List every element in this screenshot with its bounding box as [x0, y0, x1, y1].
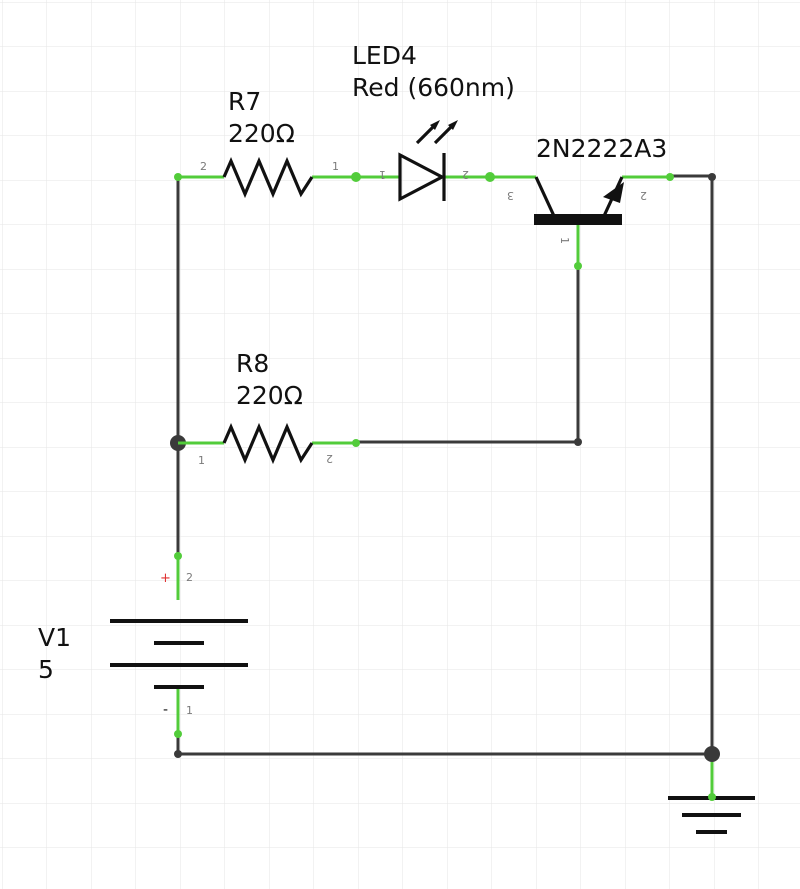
pin-end-v1-2	[174, 552, 182, 560]
r8-pin-1-label: 1	[198, 454, 205, 467]
r7-zigzag	[222, 156, 314, 199]
corner-dot-bottom-left	[174, 750, 182, 758]
v1-minus-sign: -	[163, 702, 168, 718]
resistor-r8[interactable]: R8 220Ω 1 2	[178, 349, 356, 467]
led4-arrow-1	[415, 123, 437, 145]
led4-arrow-1-head	[430, 120, 440, 130]
pin-end-r8-2	[352, 439, 360, 447]
pin-end-r7-1-led4-1	[351, 172, 361, 182]
led-led4[interactable]: LED4 Red (660nm) 1 2	[352, 41, 515, 202]
led4-pin-1-label: 1	[379, 168, 386, 181]
led4-arrow-2	[433, 123, 455, 145]
resistor-r7[interactable]: R7 220Ω 2 1	[178, 87, 356, 199]
q-name: 2N2222A3	[536, 134, 667, 163]
pin-end-q-1	[574, 262, 582, 270]
led4-value: Red (660nm)	[352, 73, 515, 102]
q-emitter-arrow	[603, 182, 624, 203]
pin-endpoints	[174, 172, 716, 801]
pin-end-led4-2-q-3	[485, 172, 495, 182]
r7-name: R7	[228, 87, 261, 116]
q-collector-label: 3	[507, 189, 514, 202]
q-base-bar	[534, 214, 622, 225]
corner-dot-base	[574, 438, 582, 446]
v1-value: 5	[38, 655, 54, 684]
r8-zigzag	[222, 422, 314, 465]
r8-pin-2-label: 2	[326, 452, 333, 465]
pin-end-ground	[708, 793, 716, 801]
q-emitter-label: 2	[640, 189, 647, 202]
v1-pin-plus-label: 2	[186, 571, 193, 584]
v1-pin-minus-label: 1	[186, 704, 193, 717]
pin-end-q-2	[666, 173, 674, 181]
transistor-2n2222a3[interactable]: 2N2222A3 3 2 1	[490, 134, 670, 266]
led4-arrow-2-head	[448, 120, 458, 130]
pin-end-r7-2	[174, 173, 182, 181]
r8-name: R8	[236, 349, 269, 378]
corner-dot-top-right	[708, 173, 716, 181]
led4-pin-2-label: 2	[462, 168, 469, 181]
v1-plus-sign: +	[160, 571, 171, 586]
led4-triangle	[398, 152, 446, 202]
battery-v1[interactable]: V1 5 + 2 - 1	[38, 556, 248, 734]
q-base-label: 1	[558, 237, 571, 244]
junction-ground[interactable]	[704, 746, 720, 762]
r7-pin-1-label: 1	[332, 160, 339, 173]
r8-value: 220Ω	[236, 381, 303, 410]
led4-name: LED4	[352, 41, 417, 70]
q-collector-leg	[534, 176, 556, 217]
v1-name: V1	[38, 623, 71, 652]
r7-value: 220Ω	[228, 119, 295, 148]
r7-pin-2-label: 2	[200, 160, 207, 173]
pin-end-v1-1	[174, 730, 182, 738]
